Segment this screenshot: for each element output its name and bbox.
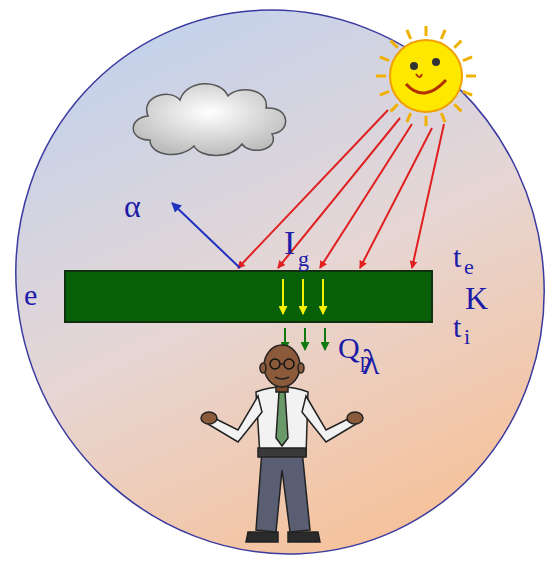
conduction-arrows bbox=[283, 279, 323, 314]
solar-rays bbox=[238, 110, 444, 268]
person bbox=[201, 345, 363, 542]
albedo-symbol: α bbox=[124, 190, 141, 222]
cloud bbox=[133, 84, 285, 156]
interior-temp-symbol: t bbox=[453, 312, 461, 342]
sun bbox=[376, 26, 476, 126]
irradiance-subscript: g bbox=[298, 248, 309, 270]
heat-flow-arrows bbox=[285, 328, 325, 350]
wall-slab bbox=[65, 271, 432, 322]
irradiance-symbol: I bbox=[284, 226, 295, 260]
exterior-temp-subscript: e bbox=[464, 256, 474, 278]
reflection-arrow bbox=[172, 203, 240, 268]
interior-temp-subscript: i bbox=[464, 326, 470, 348]
thickness-symbol: e bbox=[24, 280, 37, 310]
transmittance-symbol: K bbox=[465, 282, 488, 314]
conductivity-symbol: λ bbox=[362, 344, 379, 380]
heat-flux-symbol: Q bbox=[338, 333, 360, 363]
exterior-temp-symbol: t bbox=[453, 242, 461, 272]
